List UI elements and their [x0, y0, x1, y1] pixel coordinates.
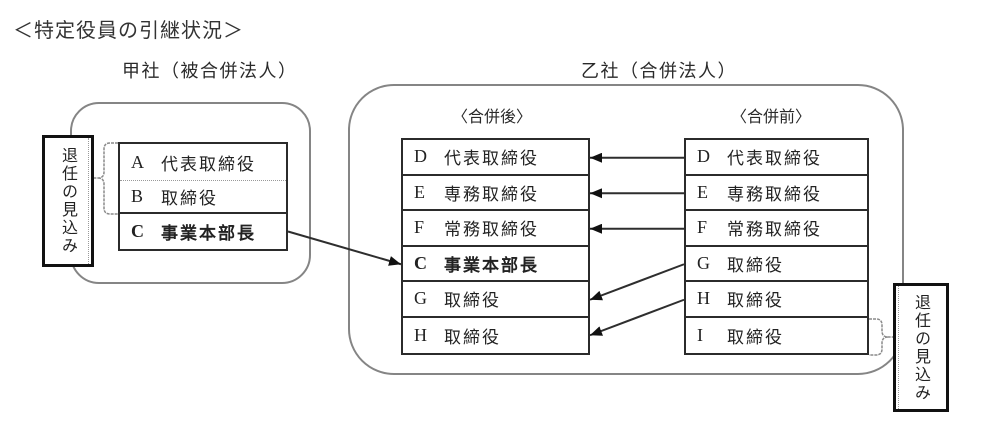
officer-role: 常務取締役: [727, 220, 822, 241]
officer-row: F 常務取締役: [686, 211, 867, 247]
officer-row: E 専務取締役: [686, 175, 867, 211]
officer-role: 取締役: [444, 291, 501, 312]
officer-row: I 取締役: [686, 317, 867, 353]
officer-role: 常務取締役: [444, 220, 539, 241]
before-merger-officer-table: D 代表取締役 E 専務取締役 F 常務取締役 G 取締役 H 取締役 I 取締…: [684, 138, 869, 355]
officer-role: 事業本部長: [161, 224, 256, 244]
officer-letter: G: [414, 288, 427, 309]
officer-row: G 取締役: [686, 246, 867, 282]
officer-row: C 事業本部長: [120, 214, 286, 249]
officer-letter: E: [414, 181, 425, 202]
officer-row: G 取締役: [403, 282, 588, 318]
officer-letter: H: [414, 324, 427, 345]
before-merger-label: 〈合併前〉: [731, 107, 812, 126]
retiring-bracket-left: [93, 142, 118, 215]
officer-role: 取締役: [727, 327, 784, 348]
transfer-arrow: [589, 298, 685, 337]
officer-role: 取締役: [727, 255, 784, 276]
officer-letter: A: [131, 151, 144, 172]
officer-role: 事業本部長: [444, 255, 539, 276]
officer-row: F 常務取締役: [403, 211, 588, 247]
transfer-arrows: [287, 152, 685, 337]
officer-row: D 代表取締役: [403, 140, 588, 176]
officer-row: B 取締役: [120, 181, 286, 214]
officer-letter: C: [131, 221, 144, 241]
officer-row: A 代表取締役: [120, 144, 286, 181]
after-merger-officer-table: D 代表取締役 E 専務取締役 F 常務取締役 C 事業本部長 G 取締役 H …: [401, 138, 590, 355]
officer-letter: D: [697, 146, 710, 167]
officer-row: D 代表取締役: [686, 140, 867, 176]
officer-row: H 取締役: [403, 317, 588, 353]
officer-role: 取締役: [444, 327, 501, 348]
officer-letter: H: [697, 288, 710, 309]
officer-row: H 取締役: [686, 282, 867, 318]
officer-letter: D: [414, 146, 427, 167]
officer-role: 専務取締役: [444, 184, 539, 205]
officer-letter: I: [697, 324, 703, 345]
transfer-arrow: [589, 263, 685, 301]
officer-letter: B: [131, 186, 144, 206]
officer-letter: E: [697, 181, 708, 202]
officer-role: 専務取締役: [727, 184, 822, 205]
officer-letter: C: [414, 252, 427, 273]
retirement-note-box-surviving: 退任の見込み: [893, 283, 949, 412]
retirement-note-text: 退任の見込み: [912, 293, 931, 402]
retirement-note-box-absorbed: 退任の見込み: [42, 135, 94, 267]
officer-row: E 専務取締役: [403, 175, 588, 211]
absorbed-company-label: 甲社（被合併法人）: [122, 61, 298, 82]
after-merger-label: 〈合併後〉: [452, 107, 533, 126]
surviving-company-boundary: [348, 84, 904, 375]
officer-role: 代表取締役: [727, 149, 822, 170]
retiring-bracket-right: [869, 318, 893, 356]
officer-row: C 事業本部長: [403, 246, 588, 282]
page-title: ＜特定役員の引継状況＞: [13, 18, 244, 42]
retirement-note-text: 退任の見込み: [59, 147, 78, 255]
officer-role: 代表取締役: [161, 154, 256, 175]
officer-letter: F: [697, 217, 708, 238]
officer-role: 取締役: [727, 291, 784, 312]
transfer-arrow: [287, 230, 402, 266]
officer-role: 取締役: [161, 189, 218, 209]
officer-letter: F: [414, 217, 425, 238]
officer-role: 代表取締役: [444, 149, 539, 170]
absorbed-officer-table: A 代表取締役 B 取締役 C 事業本部長: [118, 142, 288, 251]
officer-letter: G: [697, 252, 710, 273]
surviving-company-label: 乙社（合併法人）: [581, 61, 737, 82]
